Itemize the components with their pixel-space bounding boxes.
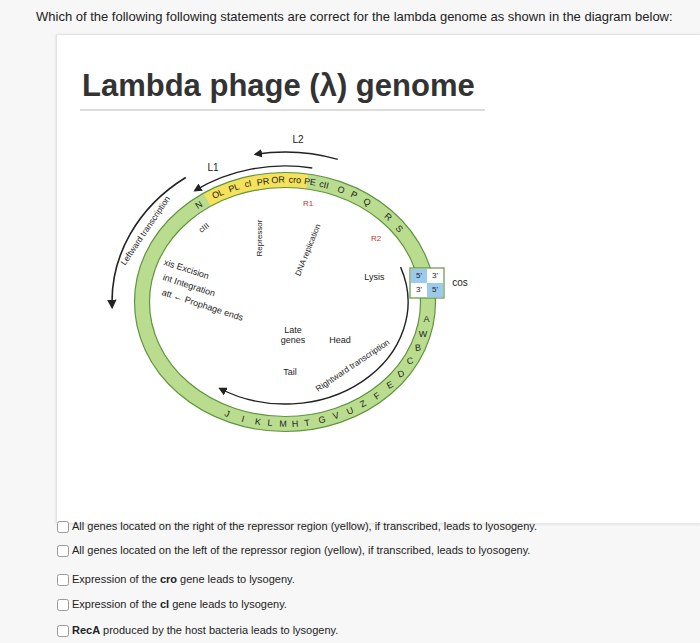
option-text: All genes located on the left of the rep… — [72, 544, 530, 557]
direction-label: Leftward transcription — [119, 195, 173, 268]
question-text: Which of the following following stateme… — [36, 10, 673, 25]
gene-label: U — [345, 405, 355, 417]
option-text: cI — [160, 598, 169, 611]
cos-overhang — [411, 269, 427, 283]
transcript-arrow — [255, 152, 337, 159]
gene-label: P — [349, 189, 359, 201]
strand-end: 5' — [416, 271, 422, 280]
option-text: RecA — [72, 624, 100, 637]
option-text: gene leads to lysogeny. — [180, 573, 295, 586]
gene-label: Z — [358, 398, 368, 410]
gene-label: cI — [243, 178, 252, 190]
gene-label: O — [336, 184, 346, 196]
option-text: Expression of the — [72, 598, 157, 611]
option-text: produced by the host bacteria leads to l… — [103, 624, 338, 637]
answer-checkboxes — [58, 522, 69, 637]
gene-label: cro — [288, 175, 301, 186]
option-text: gene leads to lysogeny. — [172, 598, 287, 611]
checkbox — [58, 626, 69, 637]
answer-option: Expression of thecrogene leads to lysoge… — [72, 573, 295, 586]
gene-label: OL — [210, 187, 225, 201]
cos-site — [410, 268, 444, 298]
gene-label: S — [393, 223, 405, 234]
region-label: Tail — [283, 367, 297, 377]
checkbox — [58, 546, 69, 557]
option-text: Expression of the — [72, 573, 157, 586]
direction-label: Rightward transcription — [314, 338, 392, 395]
leftward-arrow — [112, 178, 186, 308]
gene-label: C — [406, 355, 415, 366]
checkbox — [58, 600, 69, 611]
gene-label: OR — [271, 175, 285, 186]
gene-label: V — [332, 410, 341, 422]
gene-label: E — [385, 379, 395, 391]
region-label: Lysis — [364, 272, 384, 282]
strand-end: 3' — [432, 271, 438, 280]
operator-label: R2 — [371, 234, 381, 243]
answer-option: Expression of thecIgene leads to lysogen… — [72, 598, 287, 611]
gene-label: H — [291, 418, 298, 429]
gene-label: cIII — [197, 221, 211, 235]
gene-label: I — [241, 413, 246, 424]
region-label: Head — [329, 335, 351, 345]
gene-label: J — [223, 408, 231, 419]
answer-option: RecAproduced by the host bacteria leads … — [72, 624, 338, 637]
gene-label: D — [396, 368, 406, 380]
genome-ring — [142, 180, 428, 424]
gene-label: L — [267, 418, 273, 429]
cos-box — [410, 268, 444, 298]
gene-label: W — [419, 328, 428, 338]
gene-label: A — [424, 314, 430, 324]
region-label: DNA replication — [293, 223, 322, 278]
gene-label: PL — [227, 181, 241, 194]
gene-label: M — [279, 419, 287, 429]
checkbox — [58, 575, 69, 586]
gene-label: R — [382, 211, 394, 223]
ring-outline — [150, 188, 421, 417]
answer-option: All genes located on the right of the re… — [72, 520, 537, 533]
region-label: Repressor — [255, 220, 264, 257]
gene-label: F — [372, 390, 382, 402]
rightward-arrow — [220, 267, 408, 404]
gene-label: K — [254, 416, 262, 427]
strand-end: 5' — [432, 285, 438, 294]
checkbox — [58, 522, 69, 533]
option-text: All genes located on the right of the re… — [72, 520, 537, 533]
gene-label: Q — [361, 196, 372, 208]
diagram-title: Lambda phage (λ) genome — [82, 68, 475, 104]
site-label: cos — [452, 277, 468, 289]
option-text: cro — [160, 573, 177, 586]
transcript-label: L1 — [207, 162, 218, 174]
gene-label: T — [304, 417, 311, 428]
gene-label: B — [414, 342, 421, 353]
gene-label: G — [317, 414, 326, 426]
gene-label: cII — [319, 179, 331, 191]
region-label: Late genes — [276, 325, 310, 346]
strand-end: 3' — [416, 285, 422, 294]
operator-label: R1 — [303, 199, 313, 208]
gene-label: PR — [256, 176, 270, 188]
gene-label: N — [193, 198, 204, 210]
title-rule — [80, 109, 485, 111]
answer-option: All genes located on the left of the rep… — [72, 544, 530, 557]
cos-overhang — [427, 283, 443, 297]
gene-label: PE — [303, 176, 316, 188]
ring-outline — [135, 173, 436, 432]
transcript-label: L2 — [292, 134, 303, 146]
